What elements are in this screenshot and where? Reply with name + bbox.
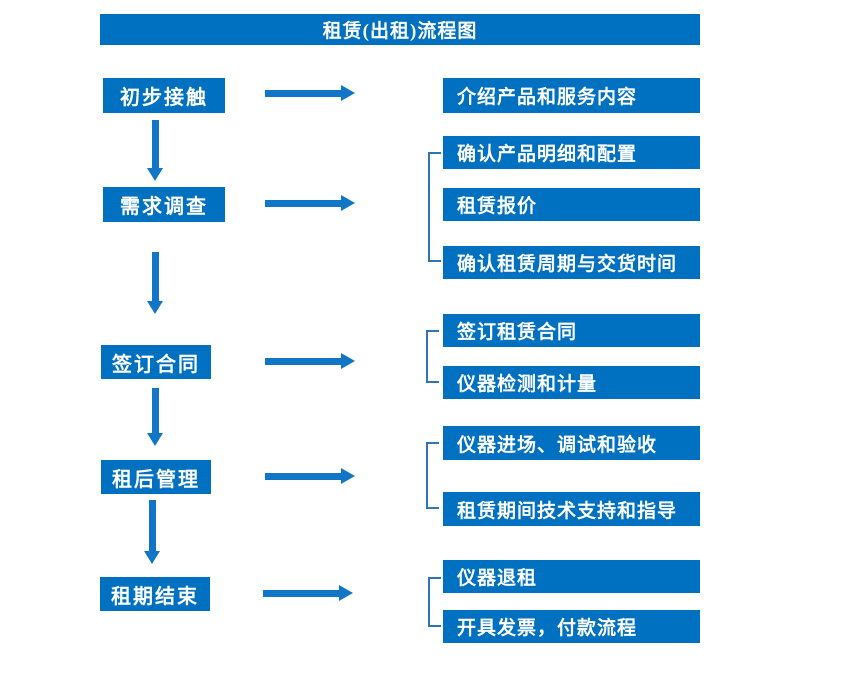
stage-box-post-rental-management: 租后管理 [101, 460, 211, 494]
output-box-instrument-return: 仪器退租 [443, 560, 700, 593]
arrow-shaft [149, 500, 156, 552]
output-box-instrument-testing: 仪器检测和计量 [443, 366, 700, 399]
arrow-head [341, 195, 355, 211]
output-box-instrument-installation: 仪器进场、调试和验收 [443, 426, 700, 460]
output-box-sign-rental-contract: 签订租赁合同 [443, 314, 700, 347]
arrow-down-icon [147, 252, 164, 314]
arrow-down-icon [147, 388, 164, 446]
arrow-down-icon [147, 120, 164, 181]
output-box-confirm-product-details: 确认产品明细和配置 [443, 136, 700, 169]
arrow-right-icon [263, 585, 353, 602]
output-box-technical-support: 租赁期间技术支持和指导 [443, 492, 700, 526]
group-bracket-icon [428, 577, 441, 627]
arrow-head [147, 301, 163, 314]
stage-box-demand-survey: 需求调查 [103, 187, 225, 222]
arrow-head [341, 85, 355, 101]
arrow-shaft [265, 358, 342, 365]
arrow-head [147, 168, 163, 181]
arrow-shaft [265, 473, 342, 480]
output-box-rental-quotation: 租赁报价 [443, 188, 700, 221]
output-box-introduce-products: 介绍产品和服务内容 [443, 78, 700, 113]
output-box-confirm-rental-period: 确认租赁周期与交货时间 [443, 246, 700, 279]
arrow-head [147, 433, 163, 446]
stage-box-sign-contract: 签订合同 [101, 345, 211, 379]
stage-box-initial-contact: 初步接触 [103, 78, 225, 113]
arrow-shaft [152, 388, 159, 434]
flowchart-title: 租赁(出租)流程图 [100, 14, 700, 45]
arrow-shaft [152, 120, 159, 169]
arrow-head [339, 585, 353, 601]
arrow-right-icon [265, 195, 355, 212]
arrow-shaft [265, 200, 342, 207]
arrow-right-icon [265, 353, 355, 370]
arrow-head [341, 353, 355, 369]
group-bracket-icon [428, 152, 441, 262]
arrow-head [341, 468, 355, 484]
arrow-shaft [263, 590, 340, 597]
arrow-shaft [152, 252, 159, 302]
arrow-right-icon [265, 468, 355, 485]
arrow-down-icon [144, 500, 161, 564]
arrow-right-icon [265, 85, 355, 102]
group-bracket-icon [426, 330, 439, 383]
group-bracket-icon [426, 442, 439, 509]
output-box-invoice-payment: 开具发票，付款流程 [443, 610, 700, 643]
arrow-head [144, 551, 160, 564]
stage-box-rental-end: 租期结束 [100, 577, 210, 611]
arrow-shaft [265, 90, 342, 97]
